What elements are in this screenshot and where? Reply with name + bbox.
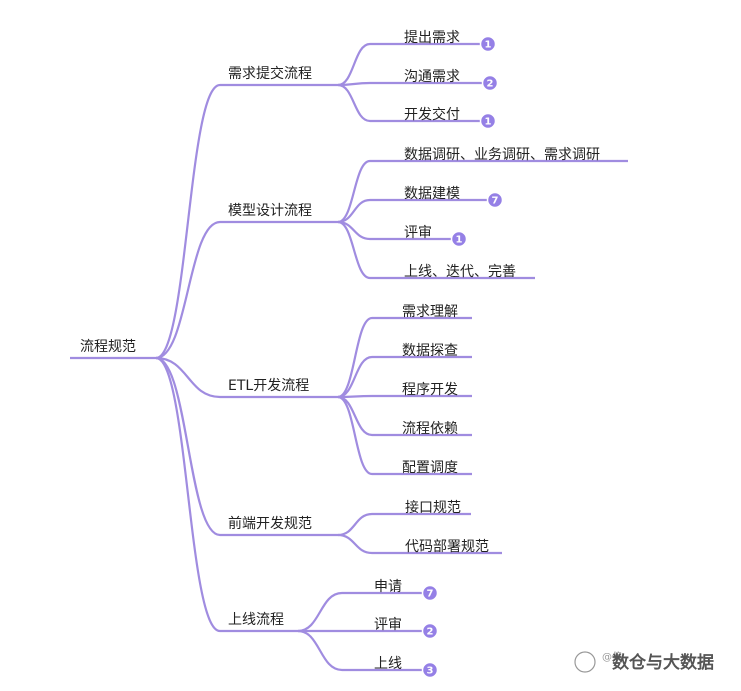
- count-badge-label: 3: [427, 666, 434, 677]
- count-badge-label: 7: [427, 589, 434, 600]
- branch-node-label: ETL开发流程: [228, 378, 309, 394]
- count-badge: [421, 661, 439, 679]
- branch-node-label: 前端开发规范: [228, 515, 312, 532]
- count-badge: [479, 35, 497, 53]
- count-badge-label: 1: [456, 235, 463, 246]
- branch-node-label: 模型设计流程: [228, 203, 312, 219]
- branch-to-leaf-line: [337, 533, 373, 555]
- branch-to-leaf-line: [337, 395, 373, 476]
- watermark: @偏 数仓与大数据: [574, 650, 714, 673]
- leaf-node-label: 配置调度: [402, 460, 458, 476]
- leaf-node-label: 评审: [404, 225, 432, 241]
- leaf-node-label: 沟通需求: [404, 69, 460, 85]
- leaf-node-label: 评审: [374, 617, 402, 633]
- branch-to-leaf-line: [337, 83, 371, 123]
- branch-node-label: 需求提交流程: [228, 65, 312, 82]
- leaf-node-label: 提出需求: [404, 30, 460, 46]
- root-to-branch-line: [155, 356, 221, 633]
- root-to-branch-line: [155, 83, 221, 360]
- count-badge: [481, 74, 499, 92]
- count-badges: 1 2 1 7 1 7 2 3: [421, 35, 504, 679]
- watermark-text: 数仓与大数据: [612, 652, 714, 673]
- branch-to-leaf-line: [297, 591, 343, 633]
- count-badge: [450, 230, 468, 248]
- branch-node-label: 上线流程: [228, 612, 284, 628]
- leaf-node-label: 需求理解: [402, 304, 458, 320]
- count-badge: [479, 112, 497, 130]
- watermark-wechat-icon: [574, 651, 596, 673]
- branch-to-leaf-line: [337, 316, 373, 399]
- leaf-node-label: 数据建模: [404, 186, 460, 202]
- leaf-node-label: 数据探查: [402, 343, 458, 359]
- root-to-branch-line: [155, 220, 221, 360]
- count-badge: [486, 191, 504, 209]
- branch-to-leaf-line: [337, 42, 371, 87]
- leaf-node-label: 数据调研、业务调研、需求调研: [404, 147, 600, 163]
- root-node-label: 流程规范: [80, 338, 136, 355]
- watermark-prefix: @偏: [602, 650, 622, 663]
- count-badge-label: 2: [487, 79, 494, 90]
- root-to-branch-line: [155, 356, 221, 537]
- count-badge-label: 1: [485, 117, 492, 128]
- leaf-node-label: 申请: [374, 579, 402, 595]
- count-badge-label: 1: [485, 40, 492, 51]
- leaf-node-label: 流程依赖: [402, 421, 458, 437]
- leaf-node-label: 程序开发: [402, 382, 458, 398]
- count-badge: [421, 622, 439, 640]
- leaf-node-label: 上线、迭代、完善: [404, 264, 516, 280]
- branch-to-leaf-line: [337, 395, 373, 437]
- count-badge-label: 7: [492, 196, 499, 207]
- connector-lines: [70, 42, 628, 672]
- root-to-branch-line: [155, 356, 221, 399]
- leaf-node-label: 开发交付: [404, 106, 460, 123]
- branch-to-leaf-line: [297, 629, 343, 672]
- branch-to-leaf-line: [337, 394, 373, 399]
- branch-to-leaf-line: [337, 512, 373, 537]
- branch-to-leaf-line: [337, 355, 373, 399]
- count-badge-label: 2: [427, 627, 434, 638]
- leaf-node-label: 代码部署规范: [405, 538, 489, 555]
- leaf-node-label: 接口规范: [405, 499, 461, 516]
- leaf-node-label: 上线: [374, 656, 402, 672]
- count-badge: [421, 584, 439, 602]
- branch-to-leaf-line: [337, 220, 371, 280]
